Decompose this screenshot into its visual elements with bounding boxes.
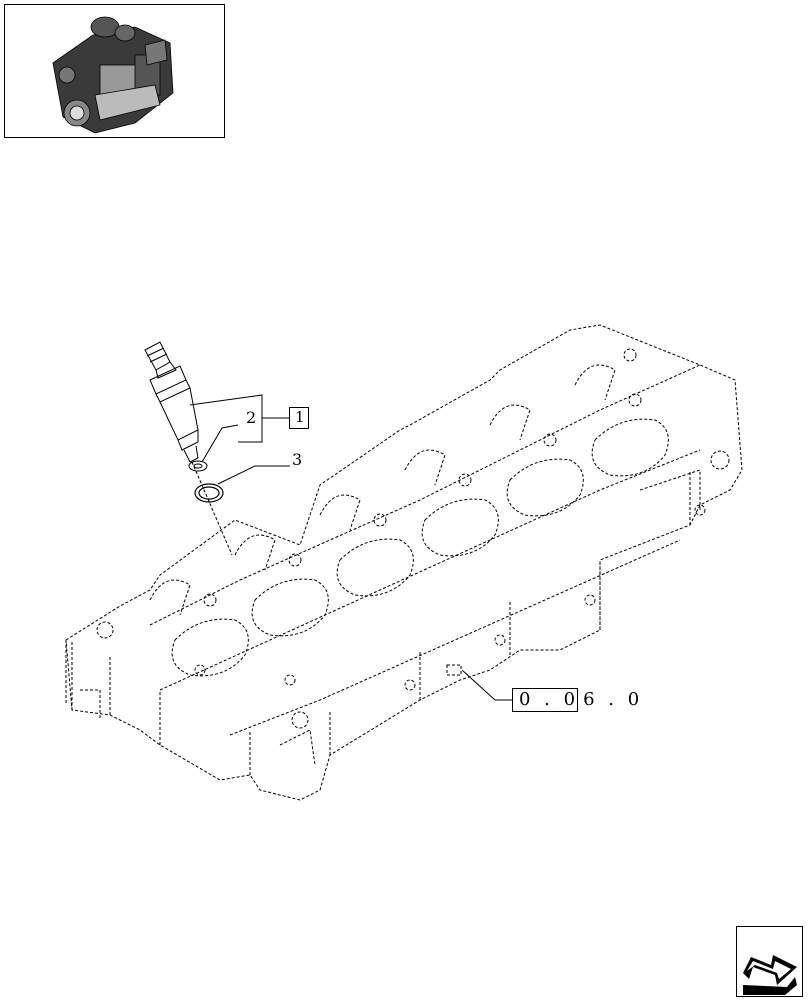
callout-1-box bbox=[289, 407, 309, 429]
engine-thumbnail bbox=[4, 4, 225, 138]
engine-thumbnail-icon bbox=[52, 16, 174, 134]
washer-part bbox=[188, 460, 208, 472]
callout-2-label: 2 bbox=[246, 408, 257, 427]
reference-code-boxed: 0 . 0 bbox=[519, 689, 580, 710]
next-page-arrow-icon bbox=[743, 955, 797, 995]
next-page-button[interactable] bbox=[736, 926, 803, 997]
o-ring-part bbox=[194, 483, 224, 503]
injector-part bbox=[144, 341, 199, 463]
reference-code-rest: 6 . 0 bbox=[583, 689, 644, 710]
leader-lines bbox=[189, 394, 512, 701]
reference-code-box bbox=[512, 688, 578, 712]
callout-3-label: 3 bbox=[292, 450, 303, 469]
callout-1-label: 1 bbox=[295, 408, 305, 426]
